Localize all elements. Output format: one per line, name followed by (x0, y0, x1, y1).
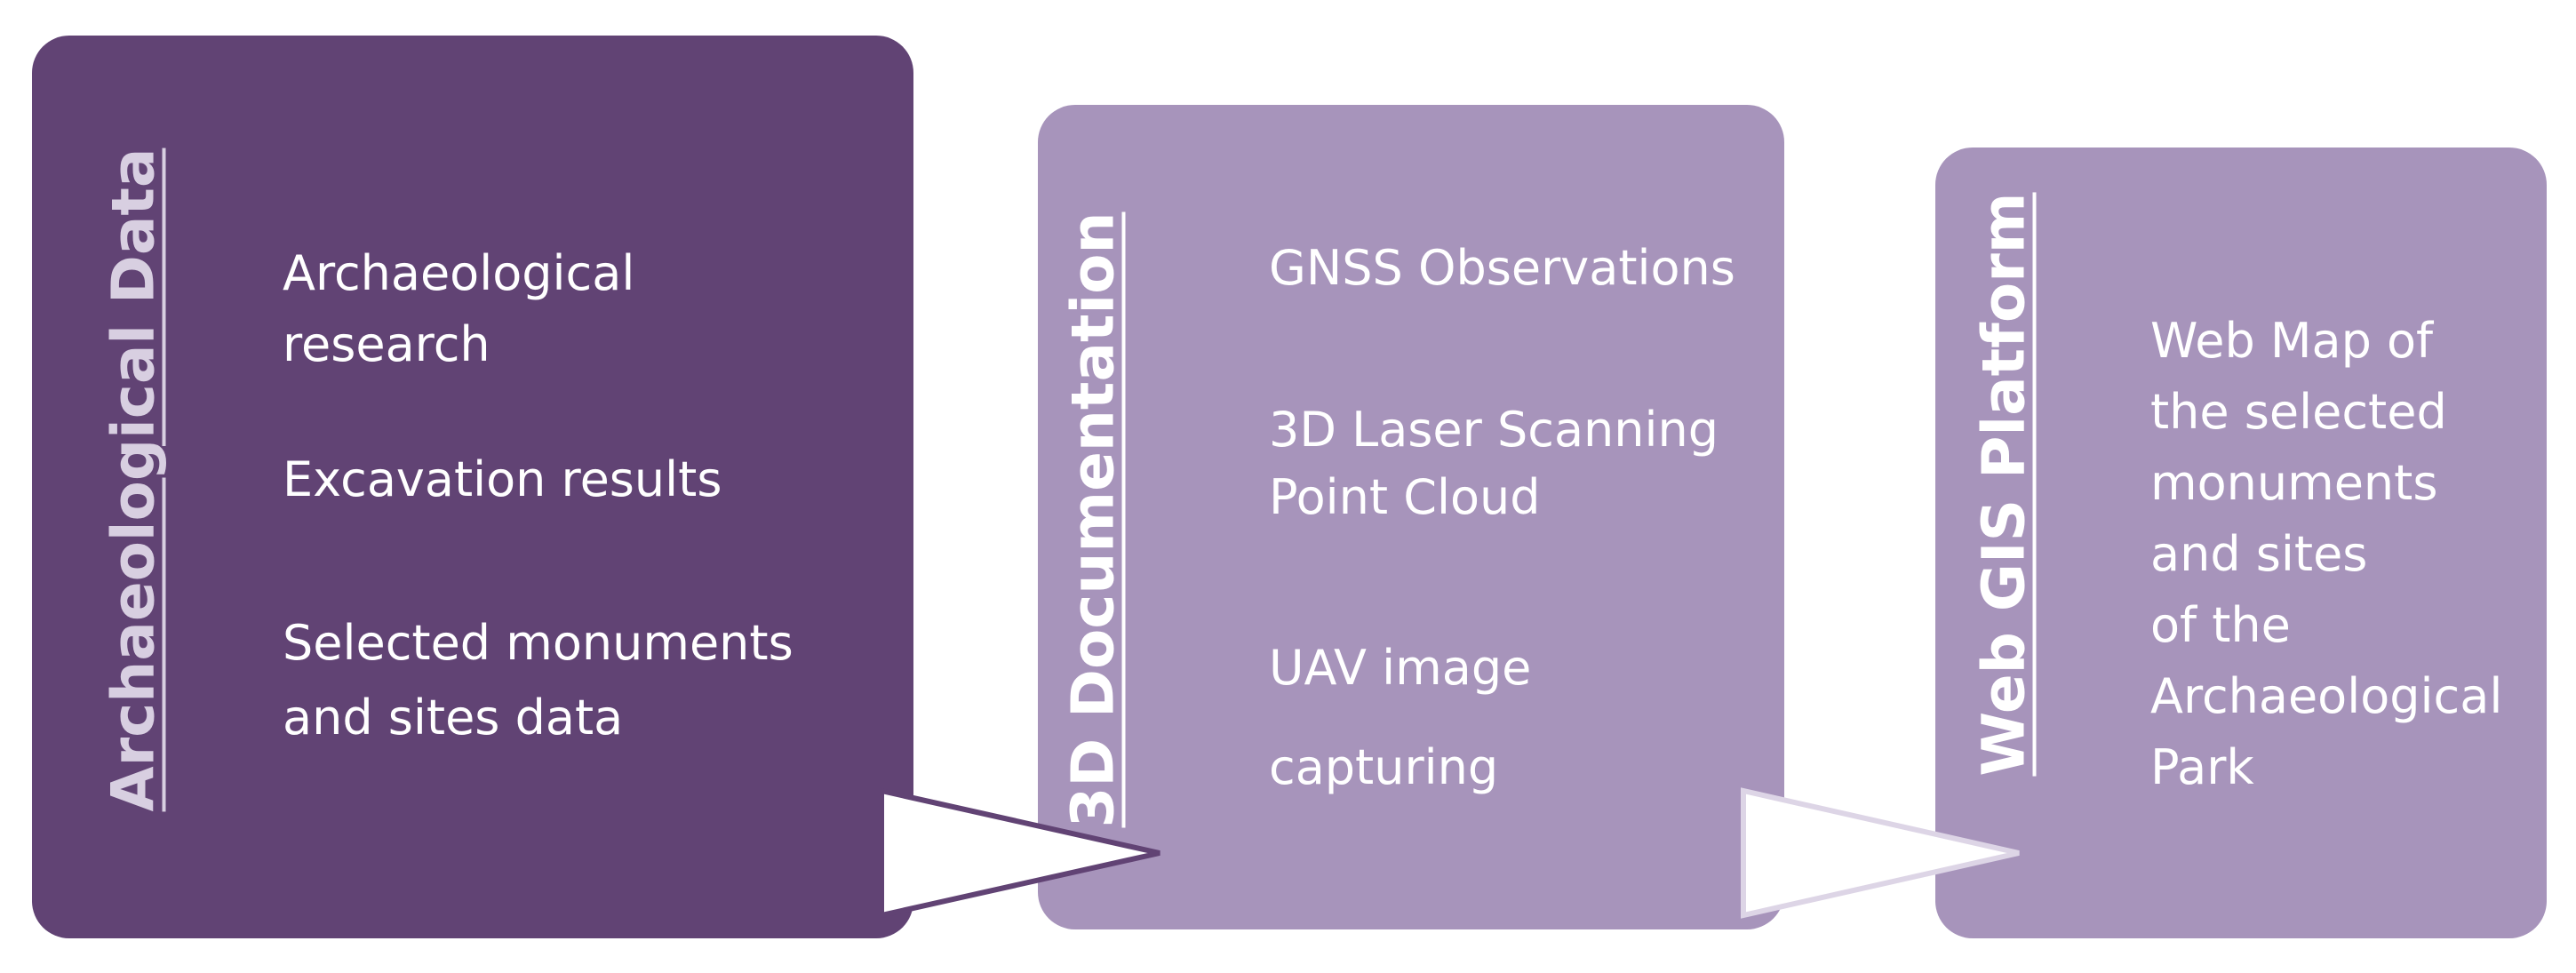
box2-item-2: 3D Laser Scanning (1269, 402, 1719, 458)
web-gis-platform-box (1935, 148, 2547, 938)
box3-item-6: Archaeological (2150, 668, 2503, 724)
box3-item-4: and sites (2150, 526, 2368, 582)
archaeological-data-box (32, 36, 913, 938)
box1-item-4: Selected monuments (283, 615, 794, 671)
3d-documentation-box (1038, 105, 1784, 929)
box1-item-1: Archaeological (283, 245, 635, 301)
box2-item-3: Point Cloud (1269, 469, 1541, 525)
box2-item-1: GNSS Observations (1269, 240, 1735, 296)
arrow-2-icon (1741, 787, 2020, 919)
box3-item-7: Park (2150, 739, 2254, 795)
box1-item-5: and sites data (283, 690, 624, 746)
box3-item-1: Web Map of (2150, 313, 2434, 369)
box2-item-5: capturing (1269, 739, 1499, 795)
box3-item-3: monuments (2150, 455, 2438, 511)
box1-item-3: Excavation results (283, 451, 722, 507)
box3-item-5: of the (2150, 597, 2291, 653)
box2-item-4: UAV image (1269, 640, 1532, 696)
arrow-1-icon (879, 787, 1160, 919)
box1-item-2: research (283, 316, 490, 372)
box3-item-2: the selected (2150, 384, 2447, 440)
